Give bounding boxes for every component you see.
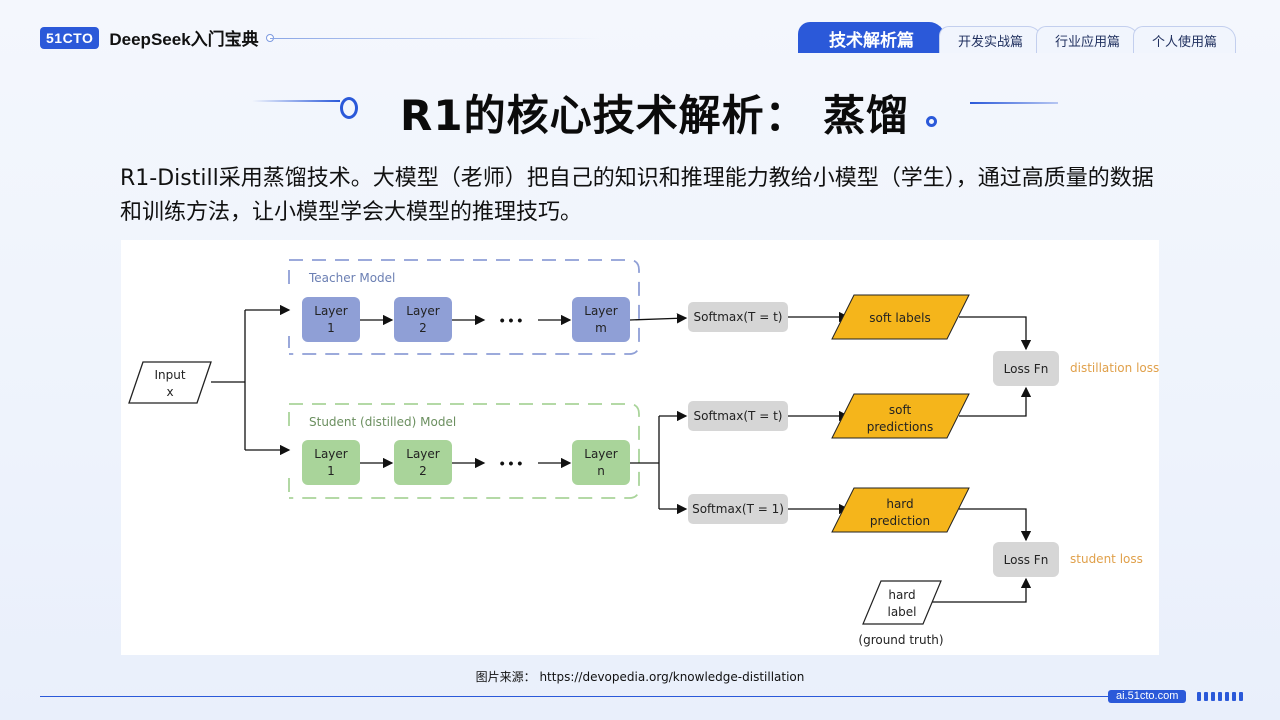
teacher-layer-2-label: Layer	[406, 304, 440, 318]
input-node: Input x	[128, 361, 212, 404]
intro-paragraph: R1-Distill采用蒸馏技术。大模型（老师）把自己的知识和推理能力教给小模型…	[120, 166, 1154, 225]
student-ellipsis: • • •	[500, 455, 523, 471]
softmax-student-soft-label: Softmax(T = t)	[694, 409, 783, 423]
logo: 51CTO	[40, 26, 100, 49]
student-layer-n-index: n	[597, 464, 605, 478]
tab-dev-practice[interactable]: 开发实战篇	[938, 26, 1042, 53]
soft-predictions-line1: soft	[889, 403, 912, 417]
softmax-student-hard-label: Softmax(T = 1)	[692, 502, 784, 516]
soft-predictions-node: soft predictions	[831, 393, 970, 439]
student-layer-n-label: Layer	[584, 447, 618, 461]
input-label: Input	[154, 368, 185, 382]
hard-prediction-node: hard prediction	[831, 487, 970, 533]
diagram-svg: Input x Teacher Model Layer 1 Layer 2 La…	[128, 259, 1159, 647]
hard-label-node: hard label	[862, 580, 942, 625]
footer-line	[40, 696, 1110, 697]
softmax-student-soft: Softmax(T = t)	[688, 401, 788, 431]
footer-url[interactable]: ai.51cto.com	[1108, 690, 1187, 703]
section-tabs: 技术解析篇 开发实战篇 行业应用篇 个人使用篇	[797, 22, 1236, 53]
loss-fn-2-label: Loss Fn	[1004, 553, 1049, 567]
teacher-layer-1-label: Layer	[314, 304, 348, 318]
softmax-teacher: Softmax(T = t)	[688, 302, 788, 332]
student-layer-1-index: 1	[327, 464, 335, 478]
brand-line-decoration	[270, 38, 600, 39]
title-ring-right	[926, 116, 937, 127]
teacher-model-group: Teacher Model Layer 1 Layer 2 Layer m • …	[288, 259, 688, 355]
student-layer-1-label: Layer	[314, 447, 348, 461]
teacher-ellipsis: • • •	[500, 312, 523, 328]
student-model-group: Student (distilled) Model Layer 1 Layer …	[288, 403, 640, 499]
ground-truth-label: (ground truth)	[858, 633, 943, 647]
student-model-label: Student (distilled) Model	[309, 415, 456, 429]
distillation-loss-label: distillation loss	[1070, 361, 1159, 375]
hard-label-line2: label	[887, 605, 916, 619]
loss-fn-student: Loss Fn	[993, 542, 1059, 577]
tab-personal-use[interactable]: 个人使用篇	[1132, 26, 1236, 53]
title-ring-left	[340, 97, 358, 119]
soft-predictions-line2: predictions	[867, 420, 933, 434]
teacher-model-label: Teacher Model	[308, 271, 395, 285]
brand-title: DeepSeek入门宝典	[109, 30, 259, 49]
tab-tech-analysis[interactable]: 技术解析篇	[797, 22, 945, 53]
softmax-student-hard: Softmax(T = 1)	[688, 494, 788, 524]
hard-label-line1: hard	[888, 588, 915, 602]
hard-prediction-line2: prediction	[870, 514, 930, 528]
teacher-layer-m-index: m	[595, 321, 607, 335]
student-layer-2-index: 2	[419, 464, 427, 478]
softmax-output-connectors	[788, 311, 850, 515]
title-line-left	[252, 100, 340, 102]
distillation-diagram: Input x Teacher Model Layer 1 Layer 2 La…	[121, 240, 1159, 655]
loss-connectors	[931, 316, 1032, 603]
brand: 51CTO DeepSeek入门宝典	[40, 25, 259, 50]
teacher-layer-m-label: Layer	[584, 304, 618, 318]
soft-labels-node: soft labels	[831, 294, 970, 340]
student-layer-2-label: Layer	[406, 447, 440, 461]
student-branch-connectors	[630, 410, 688, 515]
teacher-layer-1-index: 1	[327, 321, 335, 335]
hard-prediction-line1: hard	[886, 497, 913, 511]
softmax-teacher-label: Softmax(T = t)	[694, 310, 783, 324]
tab-industry-application[interactable]: 行业应用篇	[1035, 26, 1139, 53]
input-var: x	[166, 385, 173, 399]
page-title: R1的核心技术解析： 蒸馏	[400, 91, 910, 140]
title-area: R1的核心技术解析： 蒸馏	[0, 78, 1280, 140]
title-line-right	[970, 102, 1058, 104]
soft-labels-text: soft labels	[869, 311, 930, 325]
input-branch-connectors	[211, 304, 291, 456]
loss-fn-1-label: Loss Fn	[1004, 362, 1049, 376]
student-loss-label: student loss	[1070, 552, 1143, 566]
footer-dots-decoration	[1197, 692, 1246, 701]
image-source-caption: 图片来源： https://devopedia.org/knowledge-di…	[475, 670, 805, 684]
loss-fn-distillation: Loss Fn	[993, 351, 1059, 386]
teacher-layer-2-index: 2	[419, 321, 427, 335]
